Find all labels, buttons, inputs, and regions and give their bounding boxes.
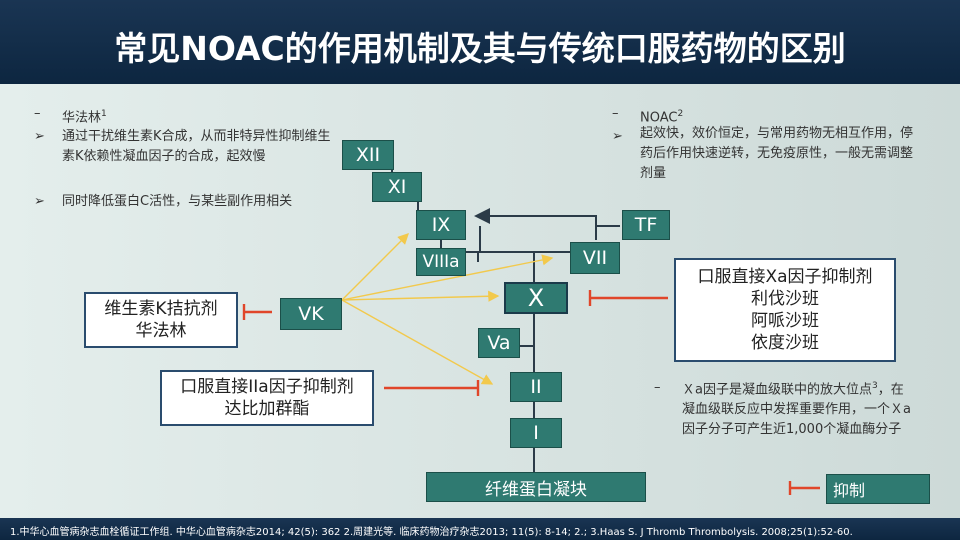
factor-xii-node: XII [342,140,394,170]
vitamin-k-node: VK [280,298,342,330]
factor-x-node: X [504,282,568,314]
dash-marker: – [34,106,41,121]
vk-activation-arrows [341,233,554,385]
fibrin-clot-node: 纤维蛋白凝块 [426,472,646,502]
dash-marker: – [612,106,619,121]
iia-inhibitor-class: 口服直接IIa因子抑制剂 [180,377,354,397]
factor-vii-node: VII [570,242,620,274]
vk-antagonist-box: 维生素K拮抗剂 华法林 [84,292,238,348]
warfarin-heading: 华法林1 [62,109,107,126]
factor-va-node: Va [478,328,520,358]
xa-inhibitor-box: 口服直接Xa因子抑制剂 利伐沙班 阿哌沙班 依度沙班 [674,258,896,362]
xa-drug-rivaroxaban: 利伐沙班 [751,289,819,309]
warfarin-bullet-2: 同时降低蛋白C活性，与某些副作用相关 [62,194,293,209]
dash-marker: – [654,380,661,395]
noac-heading: NOAC2 [640,109,684,126]
iia-inhibitor-drug: 达比加群酯 [224,399,310,419]
iia-inhibitor-box: 口服直接IIa因子抑制剂 达比加群酯 [160,370,374,426]
factor-xi-node: XI [372,172,422,202]
title-bar [0,0,960,84]
arrow-bullet-icon: ➢ [612,129,623,144]
vk-antagonist-class: 维生素K拮抗剂 [104,299,218,319]
warfarin-bullet-1: 通过干扰维生素K合成，从而非特异性抑制维生素K依赖性凝血因子的合成，起效慢 [62,129,331,164]
arrow-bullet-icon: ➢ [34,129,45,144]
cascade-connectors [374,156,620,472]
xa-inhibitor-class: 口服直接Xa因子抑制剂 [697,267,873,287]
factor-ix-node: IX [416,210,466,240]
vk-antagonist-drug: 华法林 [135,321,187,341]
arrow-bullet-icon: ➢ [34,194,45,209]
xa-drug-apixaban: 阿哌沙班 [751,311,819,331]
noac-bullet-1: 起效快，效价恒定，与常用药物无相互作用，停药后作用快速逆转，无免疫原性，一般无需… [640,126,914,181]
factor-i-node: I [510,418,562,448]
page-title: 常见NOAC的作用机制及其与传统口服药物的区别 [114,29,846,68]
inhibit-legend: 抑制 [826,474,930,504]
xa-drug-edoxaban: 依度沙班 [751,333,819,353]
references-footnote: 1.中华心血管病杂志血栓循证工作组. 中华心血管病杂志2014; 42(5): … [10,527,853,538]
footer-bar [0,518,960,540]
inhibition-markers [242,290,820,495]
factor-ii-node: II [510,372,562,402]
tissue-factor-node: TF [622,210,670,240]
xa-note: Ｘa因子是凝血级联中的放大位点3，在凝血级联反应中发挥重要作用，一个Ｘa因子分子… [682,381,911,438]
factor-viiia-node: VIIIa [416,248,466,276]
